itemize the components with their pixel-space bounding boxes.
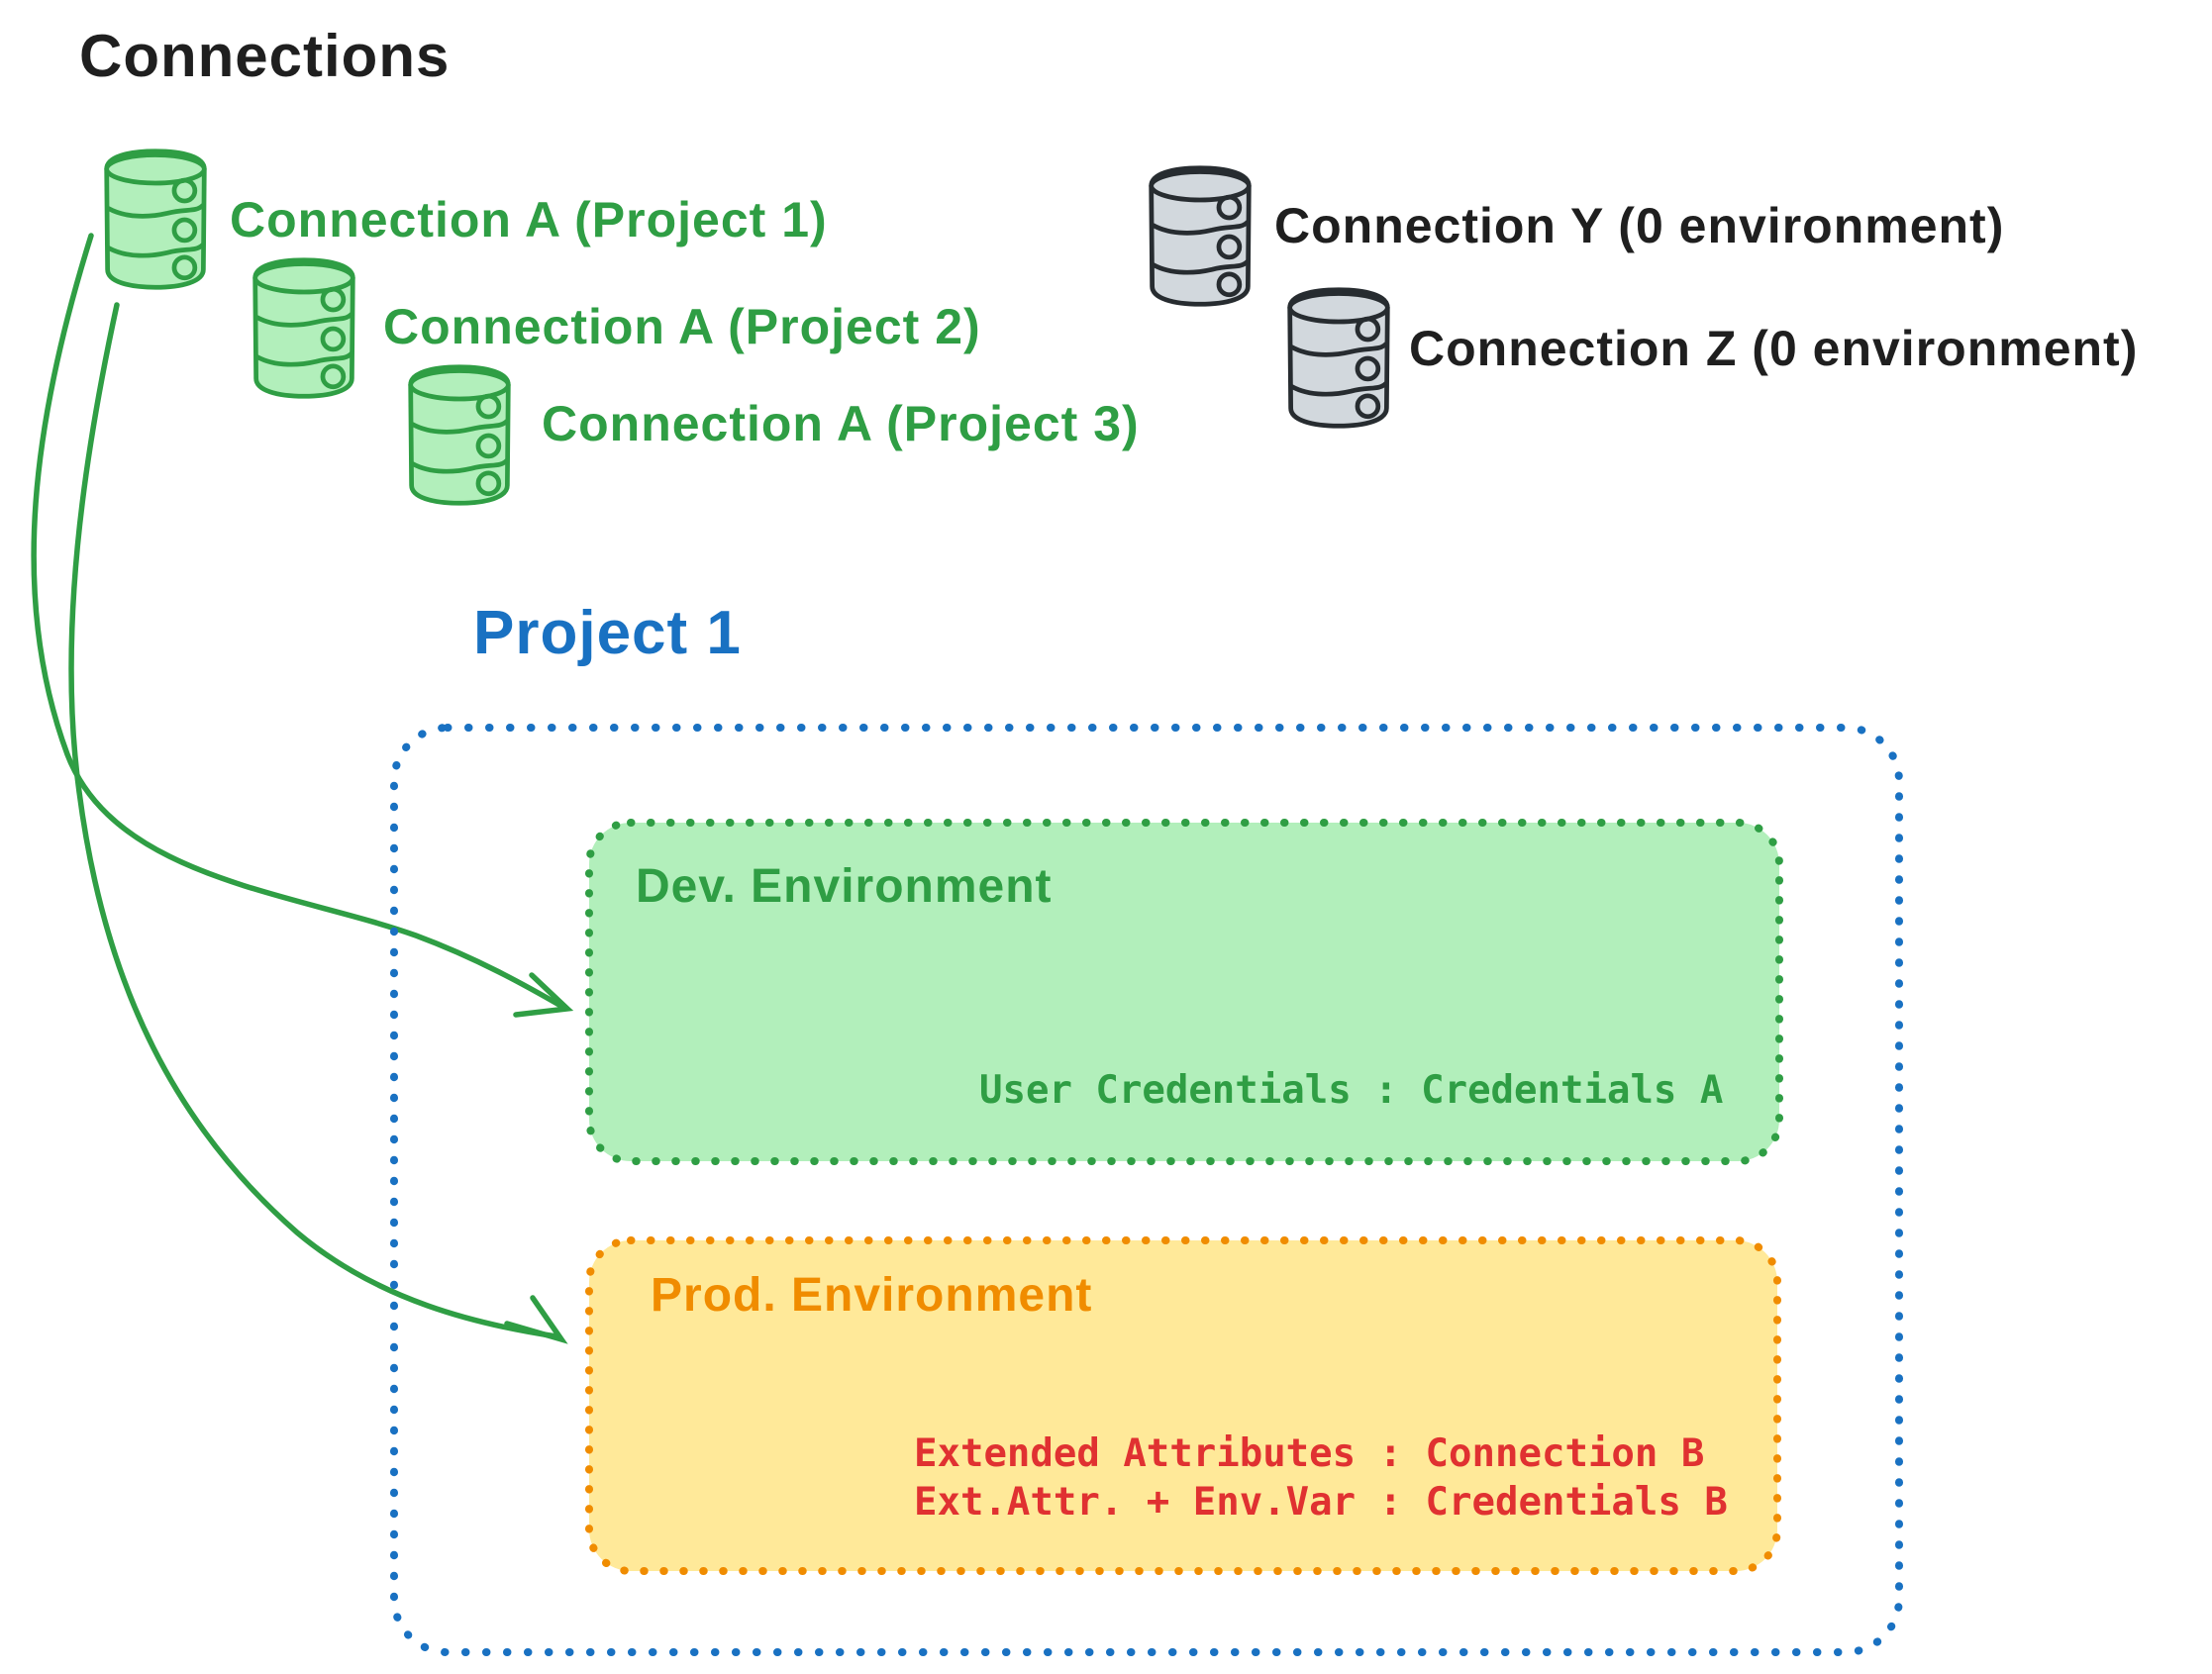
database-icon <box>99 147 212 292</box>
project1-dotted-border <box>390 724 1903 1656</box>
prod-extattr-envvar-mapping: Ext.Attr. + Env.Var : Credentials B <box>914 1480 1728 1525</box>
connection-a-project2-label: Connection A (Project 2) <box>383 299 981 354</box>
dev-environment-title: Dev. Environment <box>636 860 1053 913</box>
connection-z-label: Connection Z (0 environment) <box>1409 321 2139 376</box>
dev-credentials-mapping: User Credentials : Credentials A <box>979 1068 1724 1113</box>
prod-extended-attributes-mapping: Extended Attributes : Connection B <box>914 1431 1705 1476</box>
database-icon <box>403 362 516 508</box>
prod-environment-dotted-border <box>585 1236 1781 1575</box>
connection-y-label: Connection Y (0 environment) <box>1274 198 2005 253</box>
prod-environment-box: Prod. Environment Extended Attributes : … <box>584 1235 1782 1576</box>
connection-a-project3-label: Connection A (Project 3) <box>542 396 1140 451</box>
prod-environment-title: Prod. Environment <box>651 1269 1093 1322</box>
dev-environment-box: Dev. Environment User Credentials : Cred… <box>584 818 1784 1166</box>
dev-environment-dotted-border <box>585 819 1783 1165</box>
project1-title: Project 1 <box>473 599 742 667</box>
database-icon <box>1282 285 1395 431</box>
database-icon <box>248 255 360 401</box>
project1-box: Dev. Environment User Credentials : Cred… <box>388 722 1905 1658</box>
database-icon <box>1144 163 1257 309</box>
connection-a-project1-label: Connection A (Project 1) <box>230 192 828 247</box>
connections-title: Connections <box>79 23 451 89</box>
